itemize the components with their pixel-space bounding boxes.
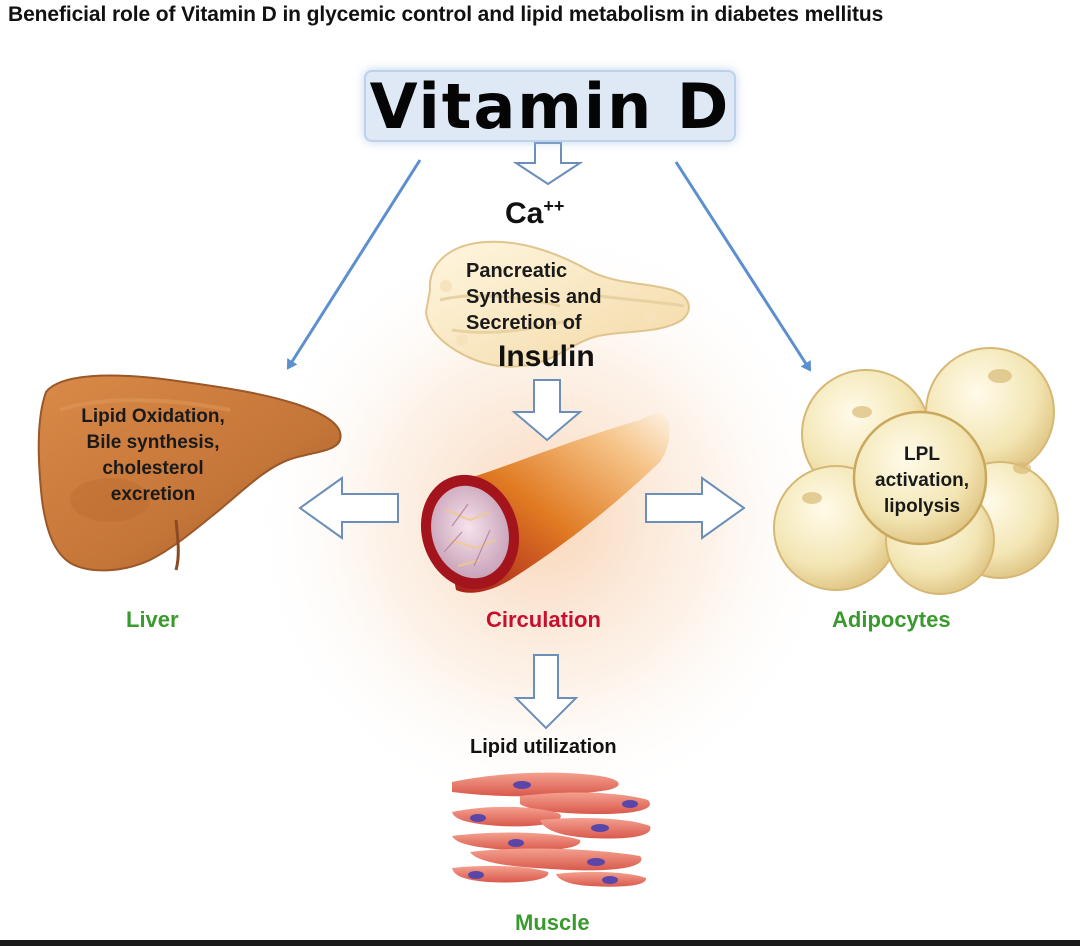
bottom-border <box>0 940 1080 946</box>
diagram-title: Beneficial role of Vitamin D in glycemic… <box>8 3 884 26</box>
muscle-label: Muscle <box>515 910 590 935</box>
liver-effect-line: excretion <box>110 484 196 505</box>
pancreas-text: Pancreatic Synthesis and Secretion of <box>466 258 602 336</box>
arrow-insulin-to-circulation <box>511 379 583 442</box>
pancreas-line: Synthesis and <box>466 286 602 308</box>
calcium-label: Ca++ <box>505 196 564 231</box>
adipocyte-effect-line: LPL <box>904 444 940 465</box>
adipocytes-label: Adipocytes <box>832 607 951 632</box>
arrow-circulation-to-muscle <box>513 654 579 730</box>
pancreas-line: Secretion of <box>466 312 582 334</box>
liver-effect-line: Bile synthesis, <box>86 432 220 453</box>
calcium-base: Ca <box>505 197 544 230</box>
liver-effects: Lipid Oxidation, Bile synthesis, cholest… <box>58 404 248 508</box>
liver-effect-line: Lipid Oxidation, <box>81 406 225 427</box>
circulation-label: Circulation <box>486 607 601 632</box>
insulin-label: Insulin <box>498 340 595 373</box>
muscle-illustration <box>452 772 651 887</box>
lipid-utilization-label: Lipid utilization <box>470 736 617 758</box>
vitamin-d-box: Vitamin D <box>364 69 736 143</box>
arrow-vitd-to-calcium <box>512 142 584 186</box>
calcium-charge: ++ <box>543 196 565 216</box>
adipocyte-effect-line: lipolysis <box>883 496 961 517</box>
blood-vessel-illustration <box>420 413 670 593</box>
pancreas-line: Pancreatic <box>466 260 568 282</box>
adipocytes-illustration <box>773 347 1059 595</box>
arrow-vitd-to-liver <box>286 159 422 370</box>
liver-effect-line: cholesterol <box>102 458 204 479</box>
adipocyte-effects: LPL activation, lipolysis <box>852 442 992 520</box>
vitamin-d-label: Vitamin D <box>369 69 731 143</box>
adipocyte-effect-line: activation, <box>875 470 969 491</box>
pancreas-illustration <box>424 240 690 368</box>
liver-illustration <box>37 374 342 572</box>
arrow-circulation-to-liver <box>298 476 399 540</box>
liver-label: Liver <box>126 607 179 632</box>
arrow-vitd-to-adipocytes <box>674 161 812 372</box>
arrow-circulation-to-adipocytes <box>645 476 746 540</box>
